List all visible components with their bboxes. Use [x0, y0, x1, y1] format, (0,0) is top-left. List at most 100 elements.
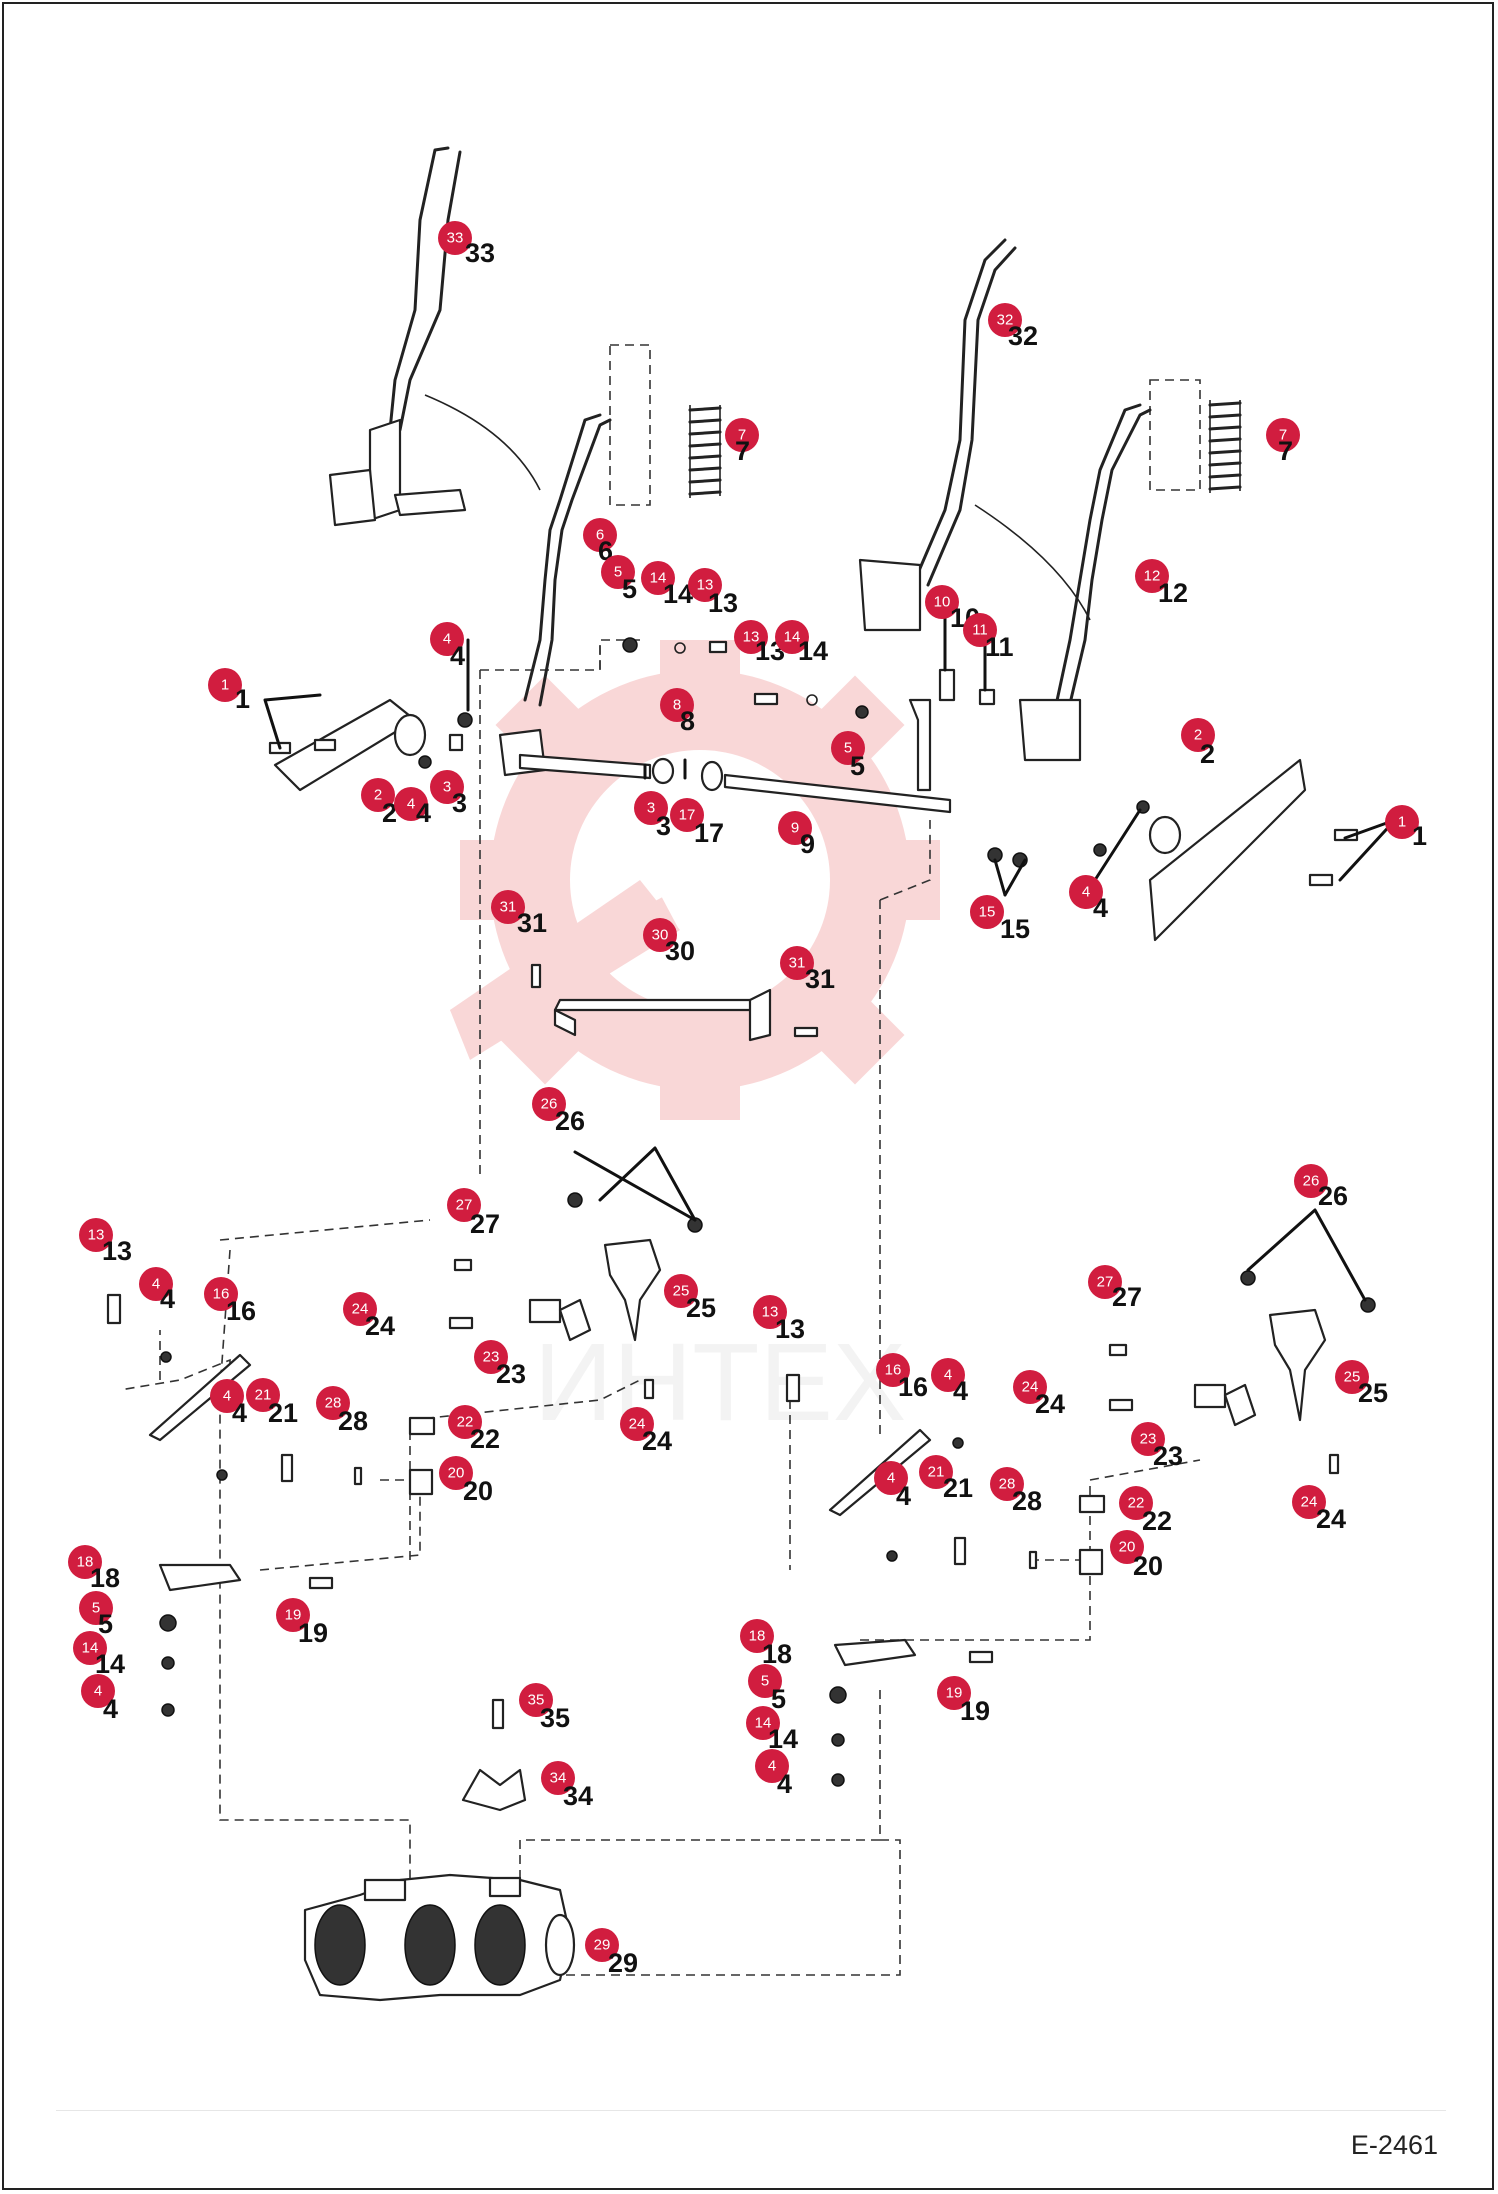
callout-badge [139, 1267, 173, 1301]
callout-part-number: 28 [338, 1406, 368, 1436]
callout-badge-number: 4 [768, 1758, 776, 1775]
callout-part-number: 20 [1133, 1551, 1163, 1581]
callout-badge [1088, 1265, 1122, 1299]
callout-badge [1069, 875, 1103, 909]
callout-badge-number: 12 [1144, 568, 1161, 585]
callout-badge [1181, 718, 1215, 752]
callout-part-number: 16 [226, 1296, 256, 1326]
callout-badge-number: 24 [629, 1416, 646, 1433]
callout-badge-number: 17 [679, 807, 696, 824]
callout-badge-number: 15 [979, 904, 996, 921]
callout-part-number: 23 [496, 1359, 526, 1389]
callout-part-number: 32 [1008, 321, 1038, 351]
callout-part-number: 34 [563, 1781, 593, 1811]
callout-part-number: 28 [1012, 1486, 1042, 1516]
callout-badge [541, 1761, 575, 1795]
callout-badge [1385, 805, 1419, 839]
callout-badge-number: 16 [885, 1362, 902, 1379]
callout-c5d: 55 [748, 1664, 786, 1714]
callout-badge-number: 10 [934, 594, 951, 611]
callout-badge [447, 1188, 481, 1222]
callout-part-number: 31 [517, 908, 547, 938]
callout-badge [343, 1292, 377, 1326]
callout-part-number: 13 [708, 588, 738, 618]
callout-badge [448, 1405, 482, 1439]
callout-part-number: 5 [622, 574, 637, 604]
right-spring [1208, 400, 1242, 493]
callout-badge-number: 14 [755, 1715, 772, 1732]
right-pedal-lever [1018, 403, 1152, 762]
callout-badge [585, 1928, 619, 1962]
callout-badge-number: 13 [697, 577, 714, 594]
callout-badge-number: 27 [1097, 1274, 1114, 1291]
callout-badge [937, 1676, 971, 1710]
callout-badge-number: 28 [999, 1476, 1016, 1493]
callout-part-number: 17 [694, 818, 724, 848]
callout-badge-number: 21 [255, 1387, 272, 1404]
callout-part-number: 25 [686, 1293, 716, 1323]
callout-c5a: 55 [601, 555, 637, 604]
right-lower-assembly [785, 1270, 1376, 1787]
callout-part-number: 27 [470, 1209, 500, 1239]
left-lower-assembly [106, 1192, 703, 1717]
callout-badge-number: 31 [789, 955, 806, 972]
callout-badge [919, 1455, 953, 1489]
callout-badge-number: 4 [94, 1683, 102, 1700]
callout-badge-number: 2 [374, 787, 382, 804]
callout-part-number: 3 [452, 788, 467, 818]
callout-c4g: 44 [931, 1358, 968, 1406]
callout-badge-number: 19 [946, 1685, 963, 1702]
callout-badge-number: 34 [550, 1770, 567, 1787]
callout-badge [1135, 559, 1169, 593]
pivot-shafts [518, 753, 952, 814]
callout-c5c: 55 [79, 1591, 113, 1639]
callout-c2a: 22 [361, 778, 397, 828]
callout-badge-number: 5 [761, 1673, 769, 1690]
callout-badge [688, 568, 722, 602]
callout-badge [990, 1467, 1024, 1501]
callout-badge-number: 4 [1082, 884, 1090, 901]
callout-badge [753, 1295, 787, 1329]
watermark-text: ИНТЕХ [534, 1321, 906, 1444]
callout-badge [664, 1274, 698, 1308]
callout-badge-number: 27 [456, 1197, 473, 1214]
callout-badge-number: 25 [1344, 1369, 1361, 1386]
callout-c6: 66 [583, 518, 617, 566]
callout-badge [931, 1358, 965, 1392]
callout-badge [204, 1277, 238, 1311]
hydrostatic-pump [303, 1873, 576, 2002]
callout-badge [394, 787, 428, 821]
callout-part-number: 12 [1158, 578, 1188, 608]
callout-badge-number: 13 [762, 1304, 779, 1321]
callout-badge-number: 4 [887, 1470, 895, 1487]
callout-badge-number: 8 [673, 697, 681, 714]
callout-badge-number: 3 [647, 800, 655, 817]
callout-badge-number: 13 [743, 629, 760, 646]
callout-part-number: 35 [540, 1703, 570, 1733]
callout-part-number: 24 [1316, 1504, 1346, 1534]
hidden-linkage-lines [119, 344, 1201, 1976]
callout-badge-number: 22 [1128, 1495, 1145, 1512]
callout-badge-number: 29 [594, 1937, 611, 1954]
callout-badge [725, 418, 759, 452]
